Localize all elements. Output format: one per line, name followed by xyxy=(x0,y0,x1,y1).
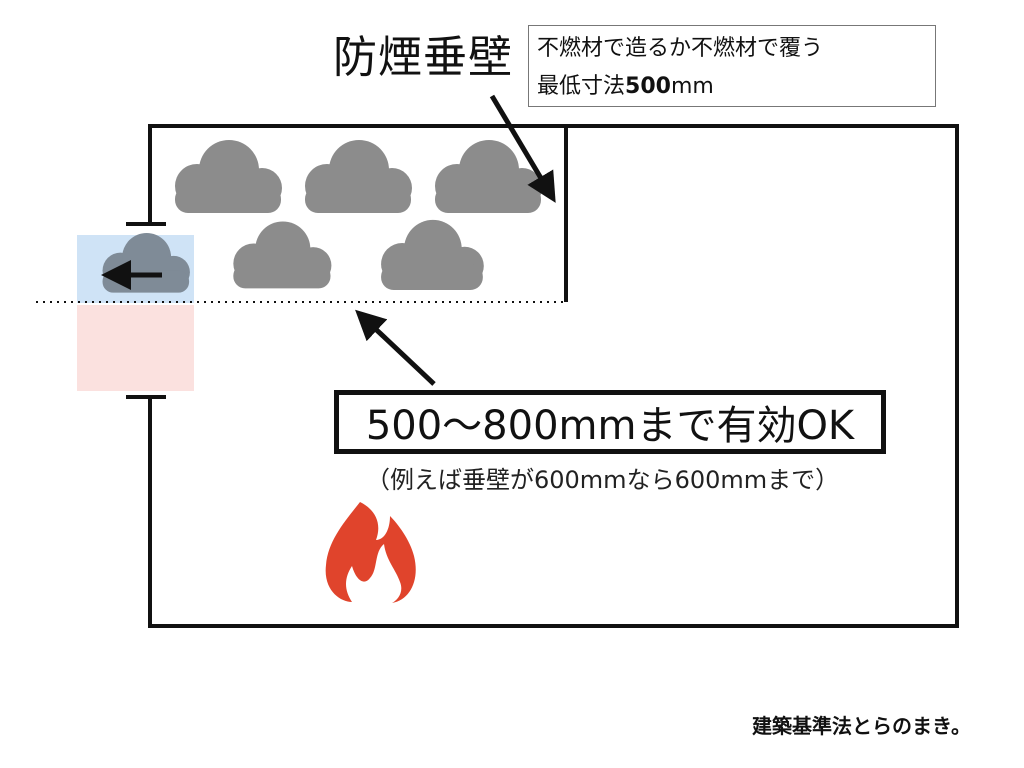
min-size-prefix: 最低寸法 xyxy=(537,74,626,99)
smoke-cloud-icon xyxy=(233,221,332,289)
min-size-unit: mm xyxy=(670,74,714,99)
note-line-1: 不燃材で造るか不燃材で覆う xyxy=(537,36,824,61)
smoke-cloud-icon xyxy=(381,219,484,290)
smoke-barrier-label: 防煙垂壁 xyxy=(333,32,513,83)
smoke-group xyxy=(175,140,542,290)
effective-range-label: 500〜800mmまで有効OK xyxy=(334,390,886,454)
min-size-value: 500 xyxy=(625,74,671,99)
arrow-icon xyxy=(489,94,556,203)
note-line-2: 最低寸法500mm xyxy=(537,68,927,106)
room-outline xyxy=(126,124,959,628)
requirement-note: 不燃材で造るか不燃材で覆う 最低寸法500mm xyxy=(528,25,936,107)
smoke-cloud-icon xyxy=(305,140,412,213)
arrow-icon xyxy=(355,309,436,386)
opening-ineffective-zone xyxy=(77,305,194,391)
fire-icon xyxy=(325,502,416,603)
smoke-cloud-icon xyxy=(175,140,282,213)
example-note: （例えば垂壁が600mmなら600mmまで） xyxy=(366,466,840,494)
credit-text: 建築基準法とらのまき。 xyxy=(752,714,971,738)
